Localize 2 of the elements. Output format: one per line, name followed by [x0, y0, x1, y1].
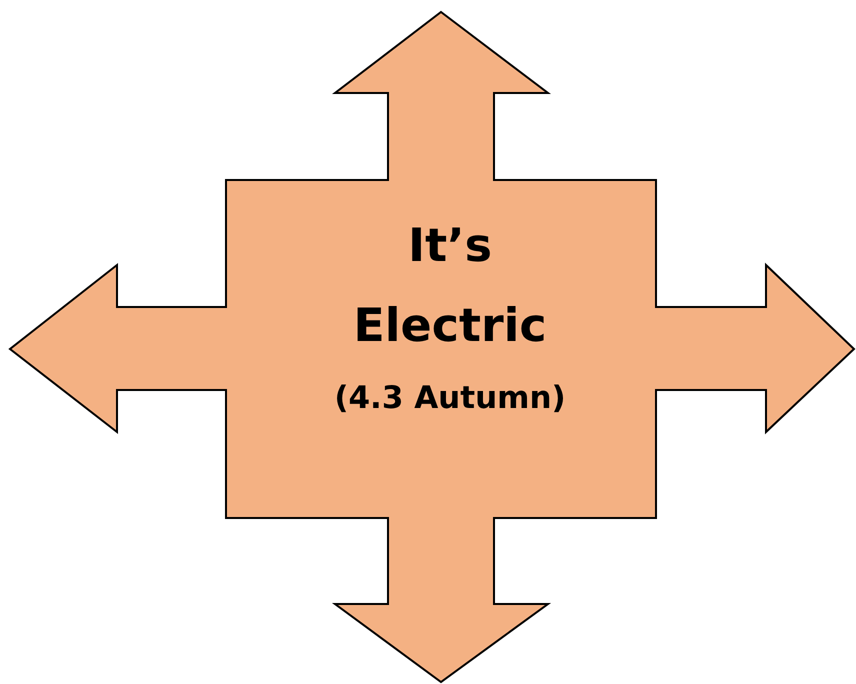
- heading-text: It’s Electric: [352, 217, 548, 354]
- subheading-text: (4.3 Autumn): [333, 379, 567, 418]
